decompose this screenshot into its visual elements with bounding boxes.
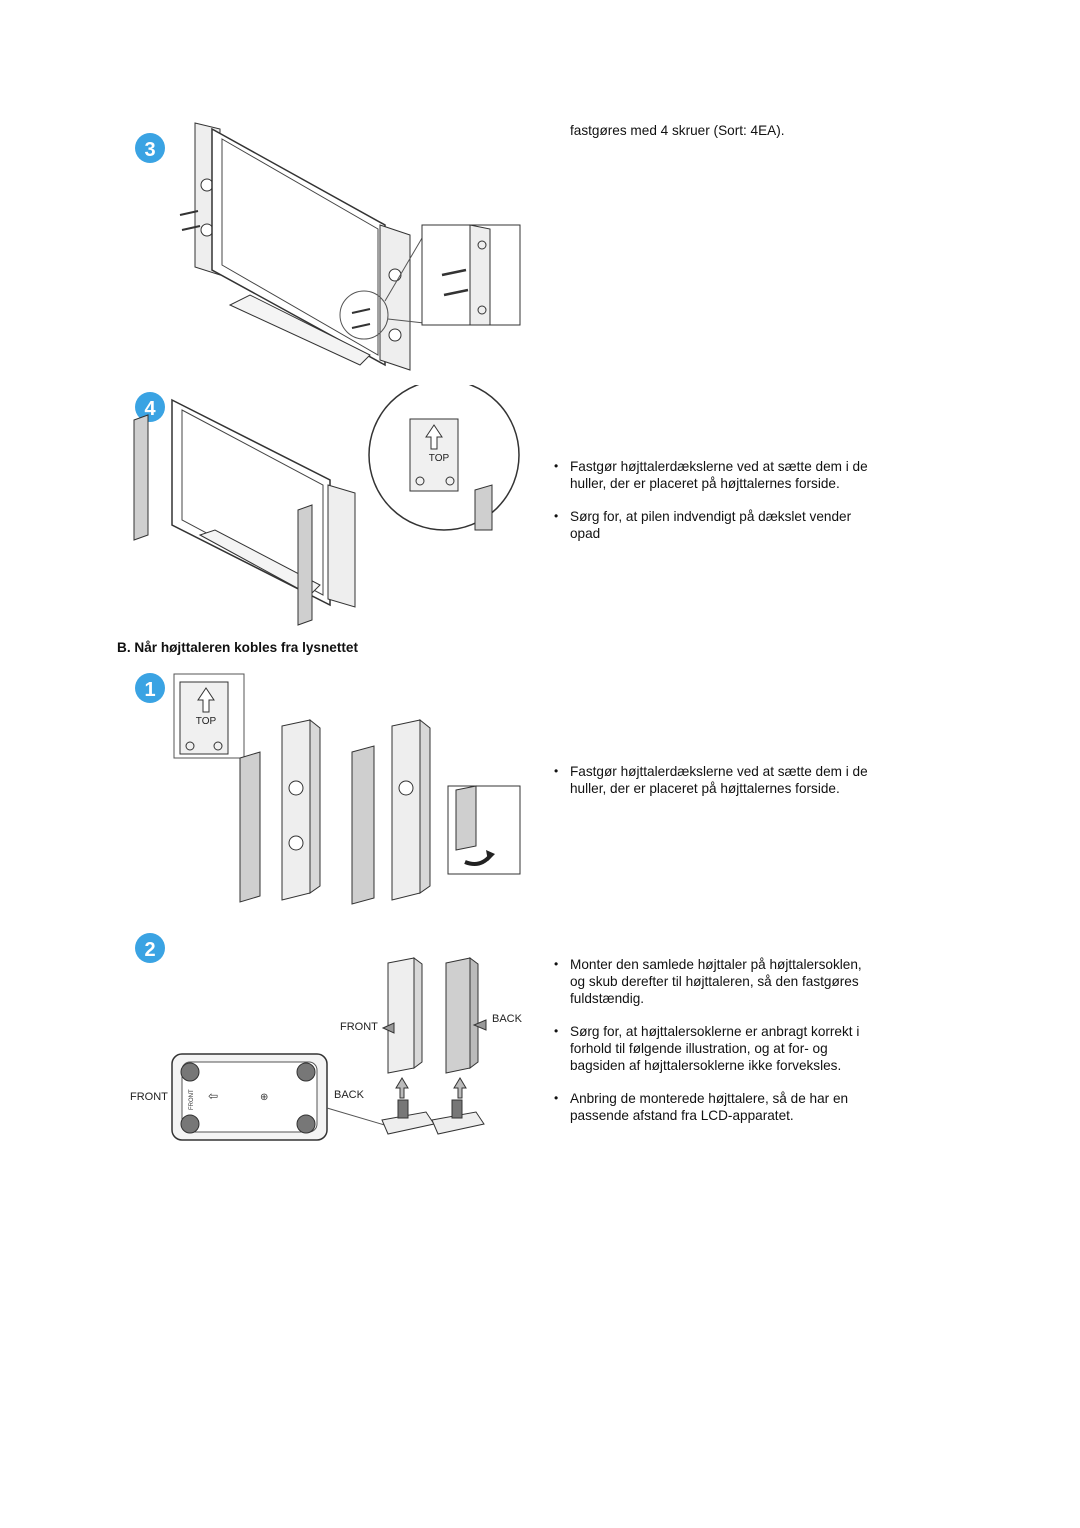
bullet: Fastgør højttalerdækslerne ved at sætte … (552, 763, 872, 797)
b-step-2-text-block: Monter den samlede højttaler på højttale… (552, 956, 872, 1140)
step-3-number: 3 (144, 139, 155, 161)
bullet: Monter den samlede højttaler på højttale… (552, 956, 872, 1007)
back-label: BACK (492, 1013, 523, 1025)
base-back-label: BACK (334, 1089, 365, 1101)
base-front-label: FRONT (130, 1091, 168, 1103)
b-step-2-badge (135, 933, 165, 963)
base-tiny-front-label: FRONT (189, 1089, 195, 1110)
section-b-heading: B. Når højttaleren kobles fra lysnettet (117, 640, 358, 655)
front-label: FRONT (340, 1021, 378, 1033)
step-3-badge (135, 133, 165, 163)
step-3-text-block: fastgøres med 4 skruer (Sort: 4EA). (552, 122, 872, 139)
bullet: Sørg for, at højttalersoklerne er anbrag… (552, 1023, 872, 1074)
figure-b-step-1: 1 TOP (130, 668, 530, 908)
step-3-text: fastgøres med 4 skruer (Sort: 4EA). (570, 123, 785, 138)
figure-step-4: 4 TOP (130, 385, 530, 635)
step-4-number: 4 (144, 398, 156, 420)
bullet: Fastgør højttalerdækslerne ved at sætte … (552, 458, 872, 492)
figure-b-step-2: 2 FRONT ⇦ ⊕ FRONT BACK FRONT BACK (130, 928, 530, 1148)
top-label-1: TOP (429, 453, 450, 464)
top-label-2: TOP (196, 716, 217, 727)
b-step-1-number: 1 (144, 679, 155, 701)
crosshair-icon: ⊕ (260, 1092, 268, 1103)
step-4-badge (135, 392, 165, 422)
b-step-1-text-block: Fastgør højttalerdækslerne ved at sætte … (552, 763, 872, 813)
bullet: Sørg for, at pilen indvendigt på dækslet… (552, 508, 872, 542)
bullet: Anbring de monterede højttalere, så de h… (552, 1090, 872, 1124)
step-4-text-block: Fastgør højttalerdækslerne ved at sætte … (552, 458, 872, 558)
figure-step-3: 3 (130, 115, 530, 385)
arrow-left-icon: ⇦ (208, 1089, 218, 1103)
b-step-1-badge (135, 673, 165, 703)
b-step-2-number: 2 (144, 939, 155, 961)
